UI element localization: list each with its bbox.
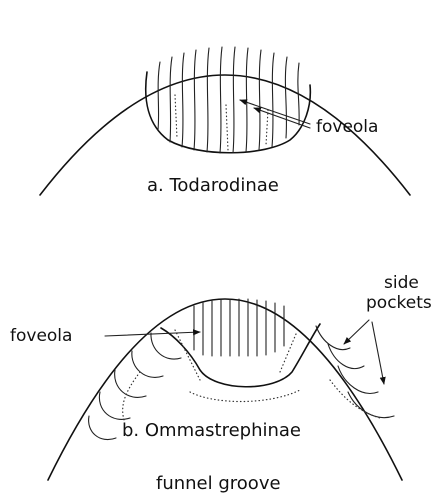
panel-a-todarodinae: foveola a. Todarodinae xyxy=(40,47,410,196)
panel-b-funnel-outline xyxy=(48,299,402,480)
panel-b-side-pockets-label-line2: pockets xyxy=(366,293,432,313)
panel-b-side-pockets-arrow-1 xyxy=(344,320,369,344)
panel-a-foveola-ridges xyxy=(158,47,299,153)
panel-a-caption: a. Todarodinae xyxy=(147,175,279,196)
panel-a-arrow-2 xyxy=(254,108,310,128)
panel-b-caption: b. Ommastrephinae xyxy=(122,420,301,441)
panel-b-foveola-outline xyxy=(161,324,320,387)
panel-b-side-pockets-label-line1: side xyxy=(384,273,419,293)
panel-b-foveola-ridges xyxy=(194,299,284,356)
panel-b-foveola-arrow xyxy=(105,332,200,336)
panel-a-stipple xyxy=(175,95,268,150)
panel-a-foveola-label: foveola xyxy=(316,117,378,137)
panel-b-funnel-groove-label: funnel groove xyxy=(156,473,281,494)
panel-b-foveola-label: foveola xyxy=(10,326,72,346)
panel-b-side-pockets-arrow-2 xyxy=(372,322,384,384)
panel-b-right-side-pockets xyxy=(316,326,394,418)
panel-b-ommastrephinae: foveola side pockets b. Ommastrephinae f… xyxy=(10,273,432,494)
panel-b-stipple xyxy=(123,330,380,420)
